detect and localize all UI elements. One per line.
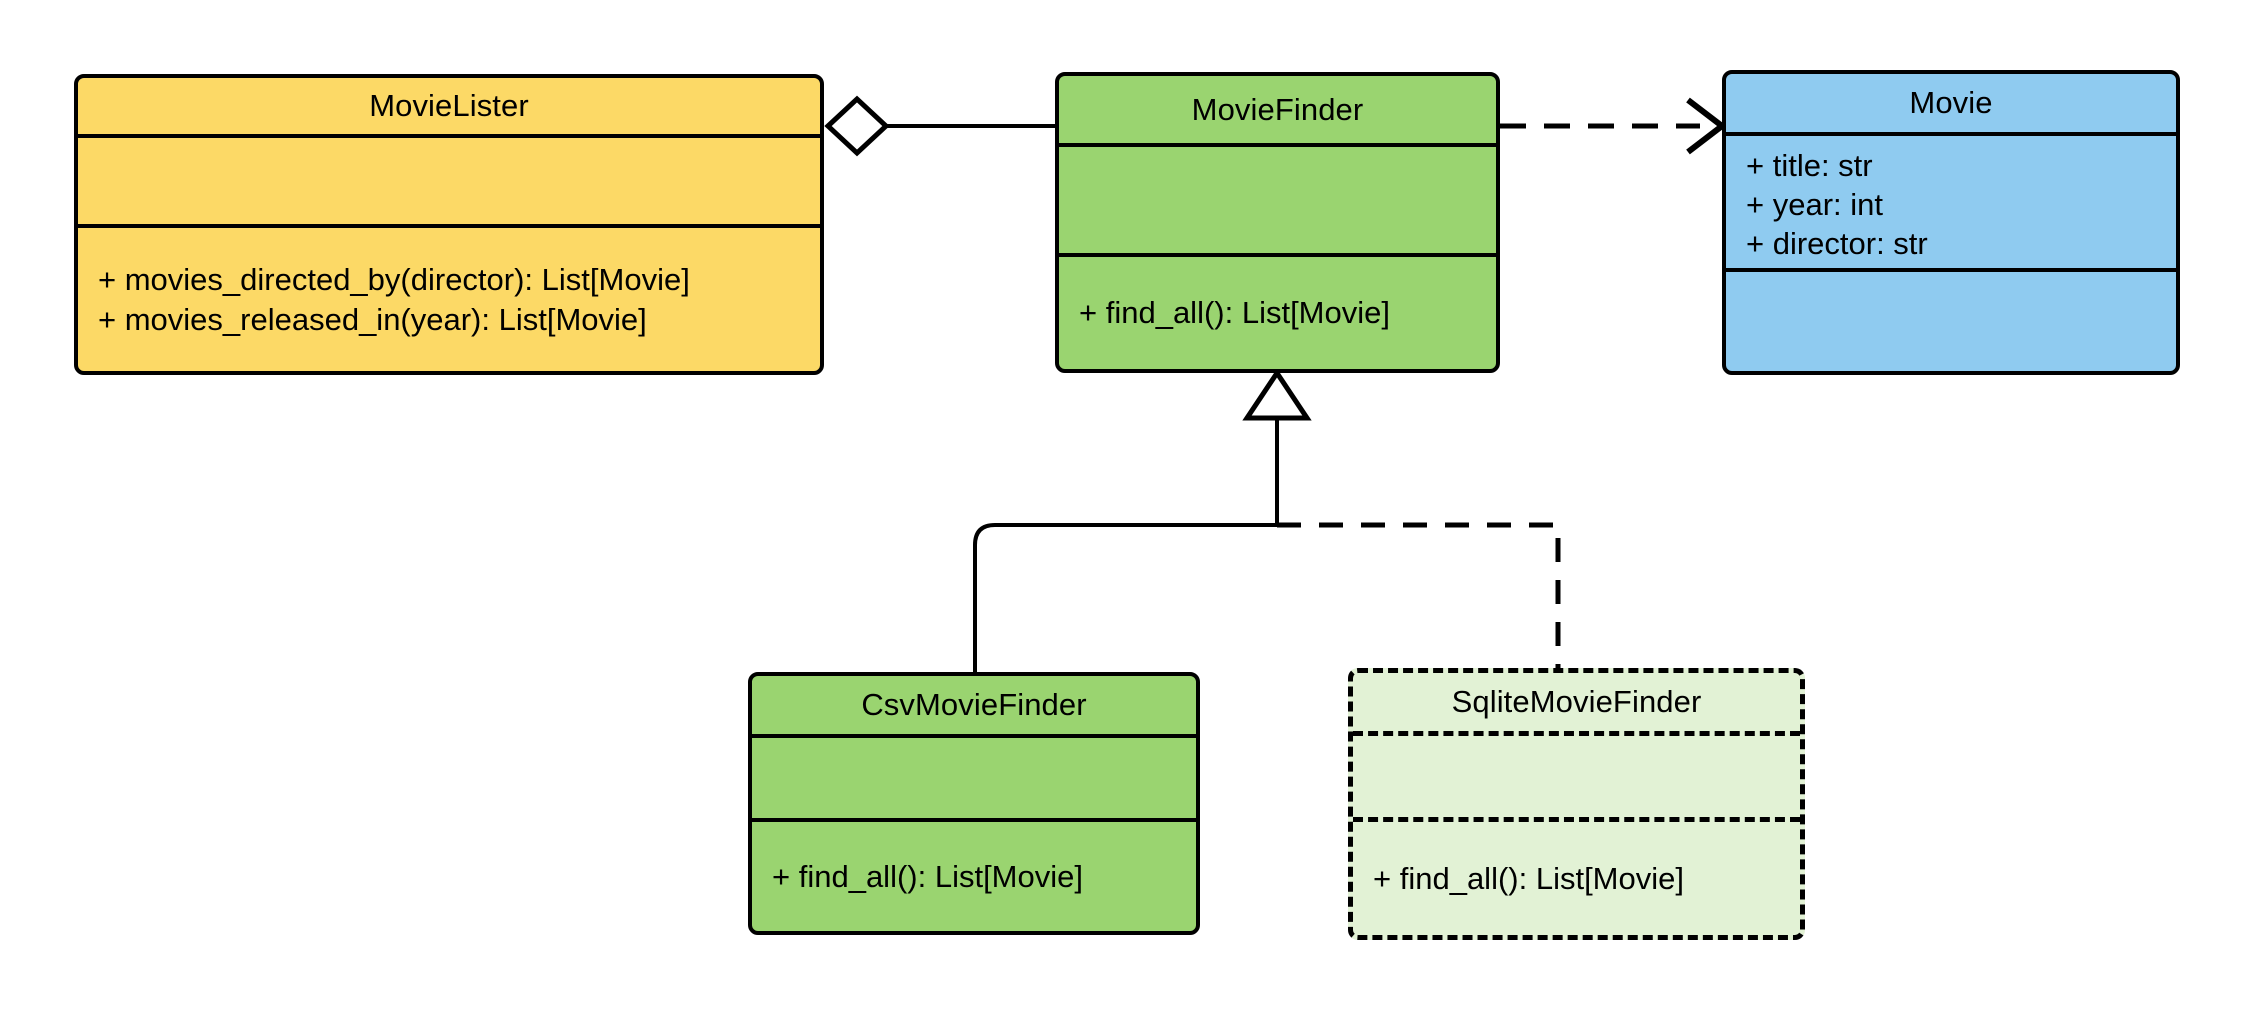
- methods-compartment-csv-movie-finder: + find_all(): List[Movie]: [752, 818, 1196, 931]
- class-box-movie[interactable]: Movie + title: str + year: int + directo…: [1722, 70, 2180, 375]
- methods-compartment-movie-finder: + find_all(): List[Movie]: [1059, 253, 1496, 369]
- methods-compartment-movie: [1726, 268, 2176, 371]
- class-box-sqlite-movie-finder[interactable]: SqliteMovieFinder + find_all(): List[Mov…: [1348, 668, 1805, 940]
- attributes-compartment-movie: + title: str + year: int + director: str: [1726, 132, 2176, 268]
- attribute-item: + year: int: [1746, 187, 1883, 223]
- method-item: + find_all(): List[Movie]: [1079, 295, 1390, 331]
- attributes-compartment-movie-finder: [1059, 143, 1496, 253]
- generalization-branch-csv: [973, 523, 1277, 672]
- attribute-item: + director: str: [1746, 226, 1928, 262]
- generalization-to-finder: [973, 368, 1561, 672]
- class-name-csv-movie-finder: CsvMovieFinder: [861, 687, 1087, 722]
- class-box-movie-finder[interactable]: MovieFinder + find_all(): List[Movie]: [1055, 72, 1500, 373]
- hollow-triangle-icon: [1242, 368, 1312, 421]
- generalization-branch-sqlite: [1277, 522, 1561, 668]
- method-item: + find_all(): List[Movie]: [772, 858, 1083, 894]
- class-name-movie: Movie: [1909, 85, 1993, 120]
- class-box-movie-lister[interactable]: MovieLister + movies_directed_by(directo…: [74, 74, 824, 375]
- class-name-movie-lister: MovieLister: [369, 88, 529, 123]
- attribute-item: + title: str: [1746, 148, 1873, 183]
- attributes-compartment-sqlite-movie-finder: [1353, 731, 1800, 817]
- method-item: + find_all(): List[Movie]: [1373, 860, 1684, 896]
- hollow-diamond-icon: [824, 95, 890, 157]
- class-name-sqlite-movie-finder: SqliteMovieFinder: [1451, 684, 1702, 719]
- attributes-compartment-movie-lister: [78, 134, 820, 224]
- method-item: + movies_directed_by(director): List[Mov…: [98, 262, 690, 298]
- attributes-compartment-csv-movie-finder: [752, 734, 1196, 818]
- methods-compartment-movie-lister: + movies_directed_by(director): List[Mov…: [78, 224, 820, 371]
- class-name-movie-finder: MovieFinder: [1191, 91, 1364, 127]
- dependency-finder-to-movie: [1500, 97, 1727, 155]
- class-box-csv-movie-finder[interactable]: CsvMovieFinder + find_all(): List[Movie]: [748, 672, 1200, 935]
- methods-compartment-sqlite-movie-finder: + find_all(): List[Movie]: [1353, 817, 1800, 935]
- method-item: + movies_released_in(year): List[Movie]: [98, 301, 647, 337]
- aggregation-lister-to-finder: [824, 95, 1055, 157]
